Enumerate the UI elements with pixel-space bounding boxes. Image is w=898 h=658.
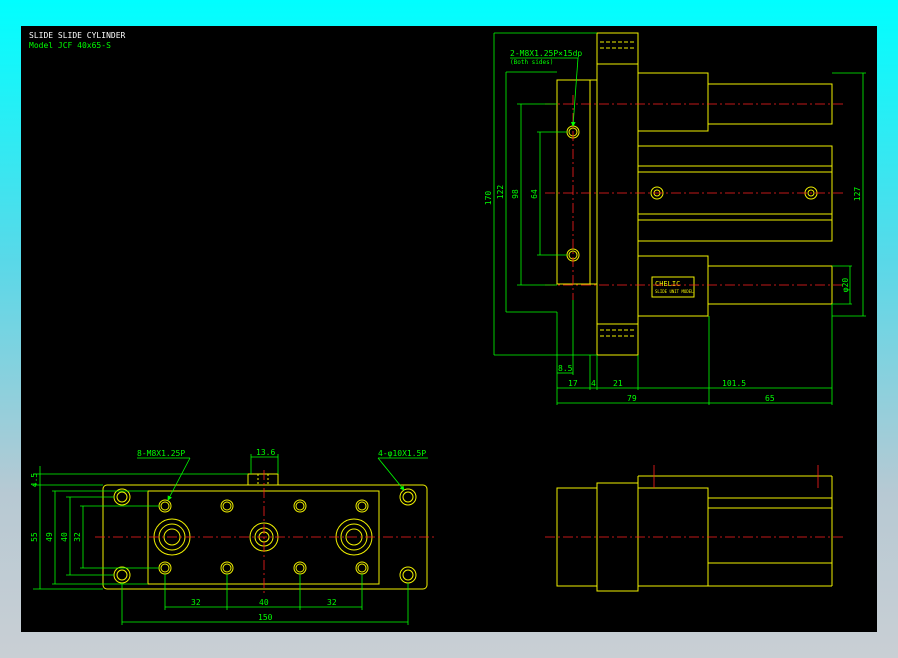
plan-callout-dia10: 4-φ10X1.5P	[378, 449, 426, 458]
cad-drawing-canvas	[21, 26, 877, 632]
front-view	[545, 465, 845, 592]
dim-98: 98	[511, 189, 520, 199]
nameplate-small: SLIDE UNIT MODEL	[655, 289, 694, 294]
corner-hole-bl	[113, 566, 131, 584]
nameplate-brand: CHELIC	[655, 280, 680, 288]
dim-101-5: 101.5	[722, 379, 746, 388]
dim-4-5: 4.5	[30, 473, 39, 488]
dim-4: 4	[591, 379, 596, 388]
side-thread-note: (Both sides)	[510, 59, 553, 66]
dim-170: 170	[484, 191, 493, 206]
nameplate	[651, 276, 695, 298]
side-view: CHELIC SLIDE UNIT MODEL 2-M8X1.25P×15dp …	[484, 32, 866, 405]
dim-13-6: 13.6	[256, 448, 275, 457]
dim-8-5: 8.5	[558, 364, 573, 373]
dim-17: 17	[568, 379, 578, 388]
dim-65: 65	[765, 394, 775, 403]
drawing-title: SLIDE SLIDE CYLINDER	[29, 31, 126, 40]
dim-64: 64	[530, 189, 539, 199]
dim-40-h: 40	[259, 598, 269, 607]
dim-21: 21	[613, 379, 623, 388]
dim-40-v: 40	[60, 532, 69, 542]
dim-32-v: 32	[73, 532, 82, 542]
corner-hole-br	[399, 566, 417, 584]
dim-122: 122	[496, 185, 505, 200]
dim-55: 55	[30, 532, 39, 542]
dim-32-b: 32	[327, 598, 337, 607]
dim-127: 127	[853, 187, 862, 202]
side-thread-callout: 2-M8X1.25P×15dp	[510, 49, 582, 58]
plan-callout-m8: 8-M8X1.25P	[137, 449, 185, 458]
drawing-model: Model JCF 40x65-S	[29, 41, 111, 50]
plan-table	[147, 490, 380, 585]
side-end-plate	[596, 32, 639, 356]
dim-32-a: 32	[191, 598, 201, 607]
plan-view: 8-M8X1.25P 4-φ10X1.5P 13.6 4.5 55 49 40 …	[30, 448, 435, 625]
corner-hole-tr	[399, 488, 417, 506]
dim-150: 150	[258, 613, 273, 622]
dim-79: 79	[627, 394, 637, 403]
front-rod	[707, 507, 833, 564]
title-block: SLIDE SLIDE CYLINDER Model JCF 40x65-S	[29, 31, 126, 50]
dim-49: 49	[45, 532, 54, 542]
plan-stopper	[247, 473, 279, 486]
dim-dia20: φ20	[841, 278, 850, 293]
cylinder-body	[637, 145, 833, 242]
